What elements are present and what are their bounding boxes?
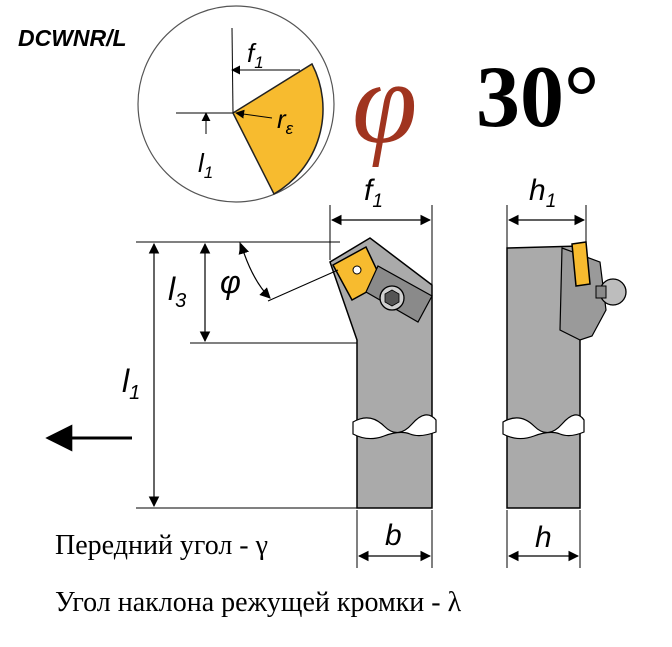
holder-top-view <box>329 237 437 509</box>
dim-f1-label: f1 <box>364 174 383 212</box>
break-line-left <box>352 414 437 440</box>
insert-corner-detail <box>232 62 324 196</box>
tool-code: DCWNR/L <box>18 25 127 51</box>
dim-l3-label: l3 <box>168 271 186 312</box>
dim-phi-label: φ <box>220 264 241 300</box>
break-line-right <box>502 414 585 440</box>
holder-side-view <box>502 241 627 509</box>
dim-h1-label: h1 <box>529 174 556 212</box>
approach-angle-value: 30° <box>476 49 599 146</box>
caption-inclination-angle: Угол наклона режущей кромки - λ <box>55 587 462 618</box>
caption-rake-angle: Передний угол - γ <box>55 530 268 561</box>
detail-l1-label: l1 <box>198 148 213 182</box>
dim-l1-label: l1 <box>122 363 140 404</box>
detail-radius-label: rε <box>277 104 294 138</box>
dim-b-label: b <box>385 519 402 552</box>
detail-f1-label: f1 <box>247 38 264 72</box>
side-clamp-body <box>559 247 607 341</box>
insert-detail-circle: f1 rε l1 <box>137 5 335 203</box>
dim-h-label: h <box>535 521 552 554</box>
approach-angle-symbol: φ <box>352 37 417 168</box>
insert-side <box>571 241 591 287</box>
